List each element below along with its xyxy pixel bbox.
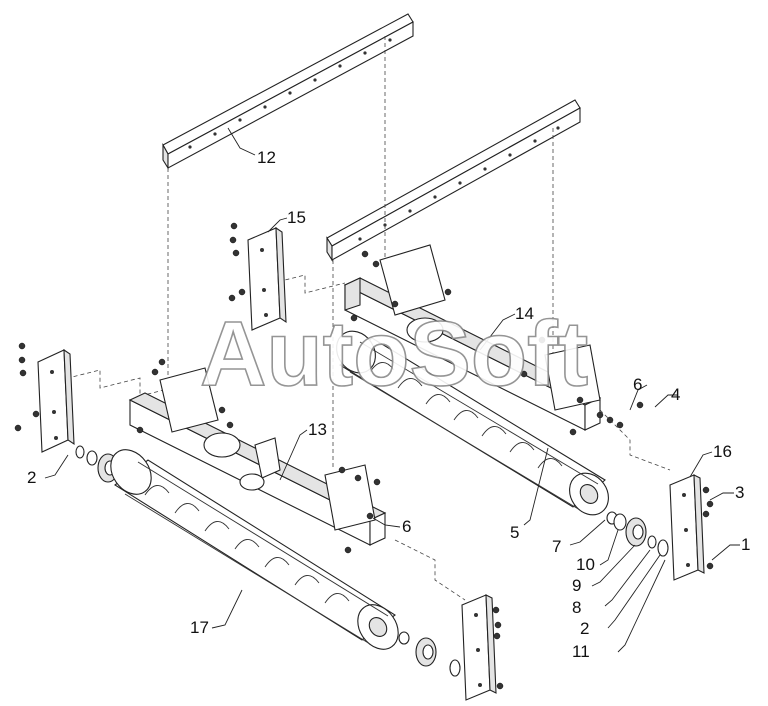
callout-label: 3 bbox=[735, 483, 744, 502]
mounting-plate-upper bbox=[228, 222, 287, 331]
callout-label: 4 bbox=[671, 385, 680, 404]
mounting-plate-left bbox=[14, 342, 75, 453]
callout-label: 12 bbox=[257, 148, 276, 167]
frame-beam-upper bbox=[343, 244, 644, 436]
callout-label: 1 bbox=[741, 535, 750, 554]
callout-label: 2 bbox=[27, 468, 36, 487]
callout-label: 10 bbox=[576, 555, 595, 574]
mounting-plate-lower bbox=[461, 594, 504, 701]
rotor-drum-upper bbox=[336, 330, 609, 516]
frame-beam-lower bbox=[128, 358, 387, 554]
callout-label: 11 bbox=[572, 642, 590, 661]
flat-bar-upper-right bbox=[326, 99, 581, 262]
mounting-plate-right bbox=[669, 474, 714, 581]
callout-label: 16 bbox=[713, 442, 732, 461]
callout-labels: 12 15 14 13 6 4 16 3 1 2 5 7 10 9 8 2 11… bbox=[27, 148, 750, 661]
watermark: AutoSoft bbox=[200, 303, 588, 405]
callout-label: 14 bbox=[515, 304, 534, 323]
callout-label: 5 bbox=[510, 523, 519, 542]
callout-label: 13 bbox=[308, 420, 327, 439]
leader-lines bbox=[44, 127, 740, 653]
callout-label: 15 bbox=[287, 208, 306, 227]
callout-label: 6 bbox=[633, 375, 642, 394]
flat-bar-upper-left bbox=[162, 13, 414, 170]
callout-label: 7 bbox=[552, 537, 561, 556]
rotor-drum-lower bbox=[110, 449, 399, 650]
callout-label: 2 bbox=[580, 619, 589, 638]
callout-label: 17 bbox=[190, 618, 209, 637]
callout-label: 9 bbox=[572, 576, 581, 595]
callout-label: 6 bbox=[402, 517, 411, 536]
callout-label: 8 bbox=[572, 598, 581, 617]
bearing-assembly-lower bbox=[398, 631, 461, 677]
bearing-assembly-right bbox=[606, 511, 669, 557]
